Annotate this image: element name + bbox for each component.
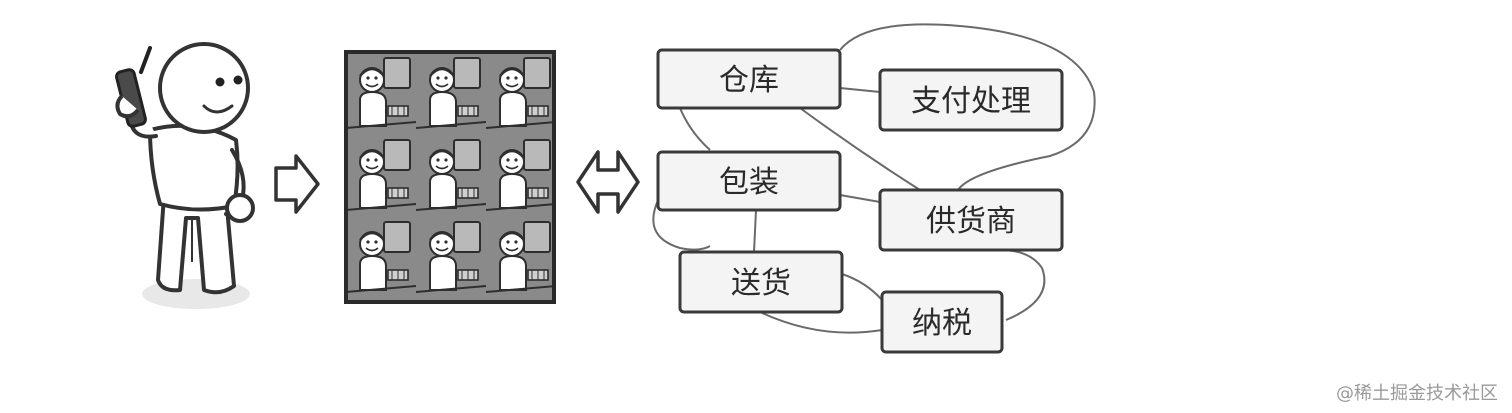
bidirectional-arrow-icon: [576, 150, 640, 214]
box-supplier-label: 供货商: [926, 204, 1016, 239]
box-packaging: 包装: [656, 150, 842, 212]
box-tax-label: 纳税: [912, 306, 972, 341]
tangled-connections: [652, 23, 1096, 334]
box-delivery: 送货: [678, 250, 844, 314]
box-tax: 纳税: [880, 290, 1004, 354]
person-on-phone-figure: [115, 42, 255, 309]
box-payment-processing-label: 支付处理: [911, 84, 1031, 119]
watermark: @稀土掘金技术社区: [1336, 383, 1498, 404]
box-delivery-label: 送货: [731, 266, 791, 301]
box-supplier: 供货商: [878, 188, 1064, 252]
box-packaging-label: 包装: [719, 165, 779, 200]
box-warehouse-label: 仓库: [719, 63, 779, 98]
box-payment-processing: 支付处理: [878, 68, 1064, 132]
box-warehouse: 仓库: [656, 48, 842, 110]
right-arrow-icon: [274, 154, 320, 214]
call-center-crowd-image: [344, 50, 556, 304]
